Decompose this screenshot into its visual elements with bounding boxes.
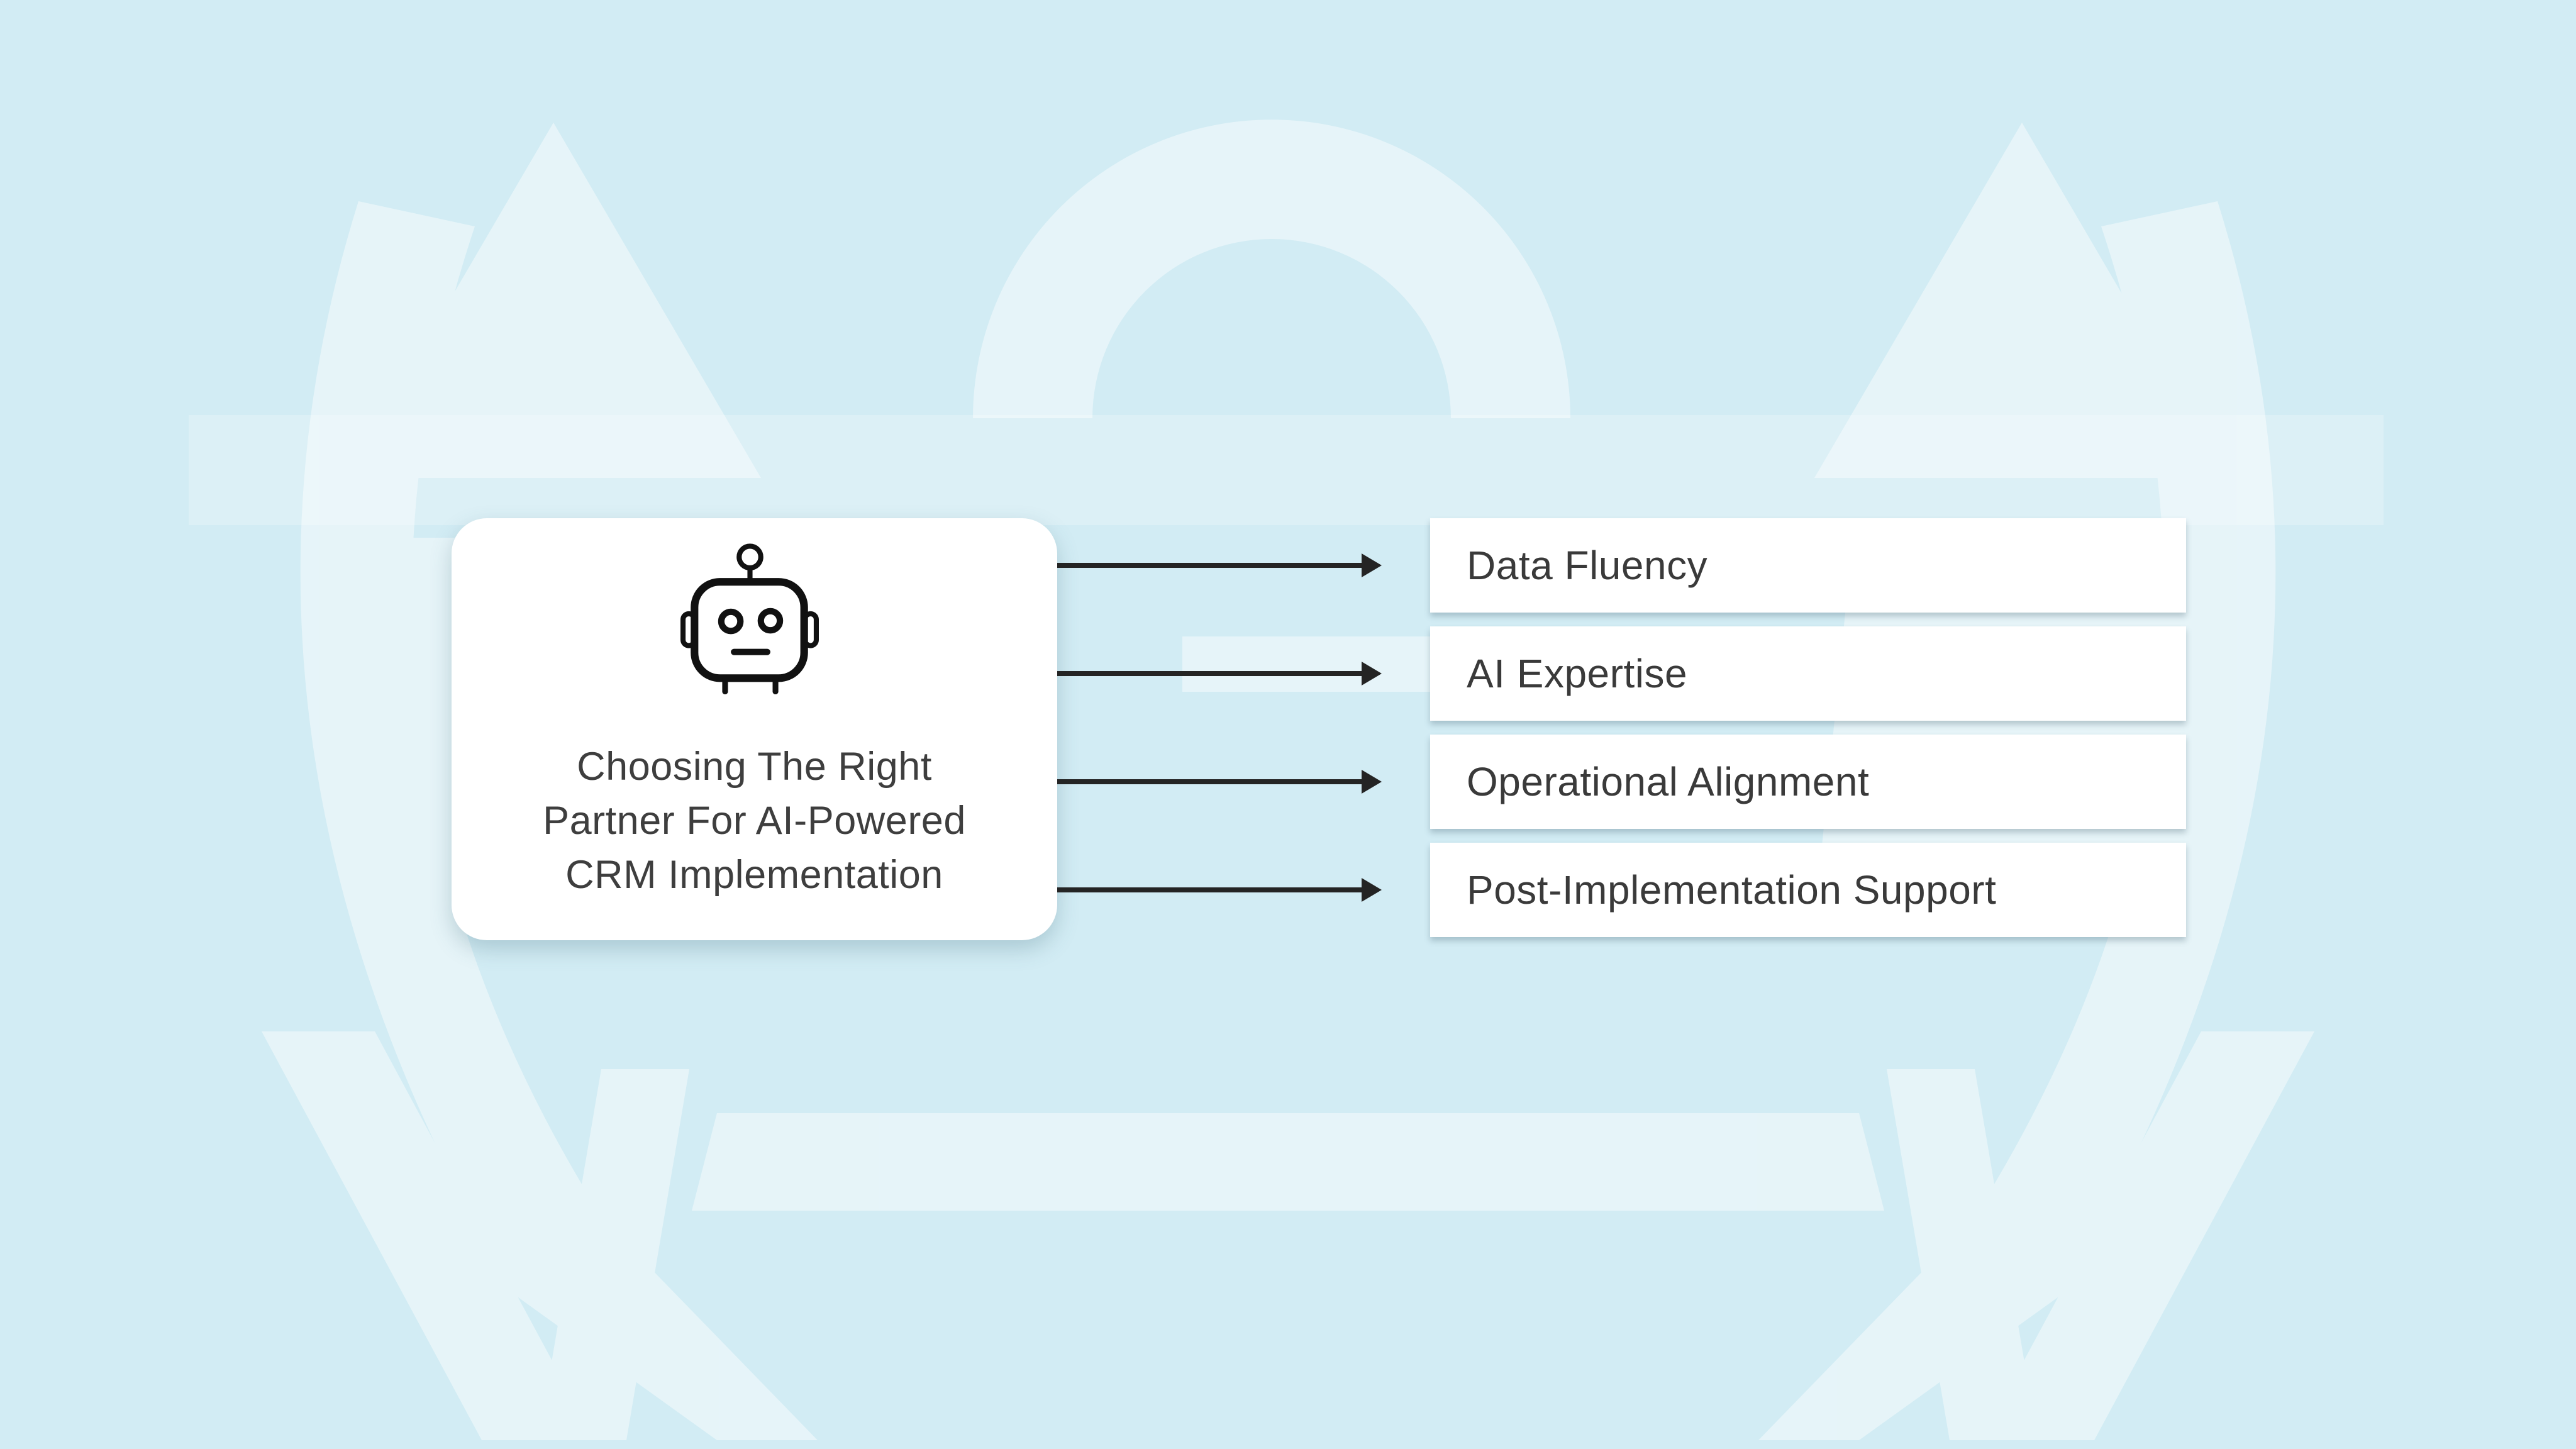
card-title-line-3: CRM Implementation [565, 853, 943, 897]
item-label: Operational Alignment [1467, 759, 1870, 804]
robot-icon [680, 543, 819, 694]
arrow-line [1057, 671, 1363, 676]
card-title: Choosing The Right Partner For AI-Powere… [452, 740, 1057, 902]
item-box-post-implementation-support: Post-Implementation Support [1430, 843, 2186, 937]
arrow-head-icon [1362, 770, 1382, 794]
arrow-line [1057, 563, 1363, 568]
item-box-operational-alignment: Operational Alignment [1430, 735, 2186, 829]
card-title-line-1: Choosing The Right [577, 745, 932, 789]
card-title-line-2: Partner For AI-Powered [543, 799, 966, 843]
arrow-head-icon [1362, 662, 1382, 686]
item-box-data-fluency: Data Fluency [1430, 518, 2186, 613]
arrow-line [1057, 779, 1363, 784]
item-box-ai-expertise: AI Expertise [1430, 626, 2186, 721]
item-label: Post-Implementation Support [1467, 867, 1997, 913]
item-label: Data Fluency [1467, 543, 1708, 588]
item-label: AI Expertise [1467, 651, 1688, 696]
arrow-line [1057, 887, 1363, 892]
arrow-head-icon [1362, 878, 1382, 902]
source-card: Choosing The Right Partner For AI-Powere… [452, 518, 1057, 940]
arrow-head-icon [1362, 553, 1382, 577]
